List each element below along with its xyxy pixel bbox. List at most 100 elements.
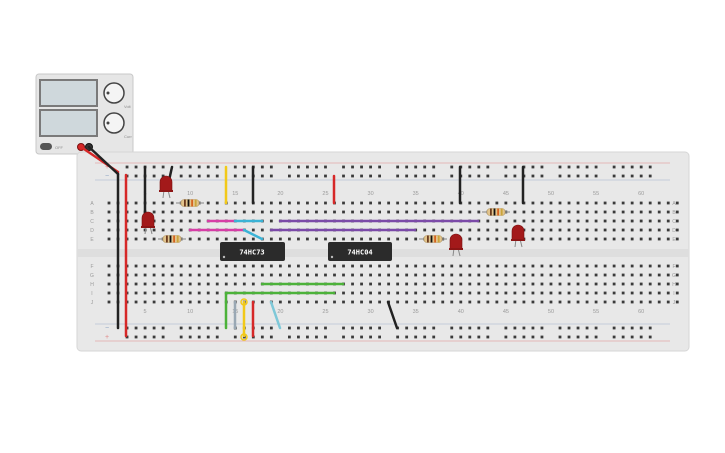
breadboard-hole[interactable] [540, 174, 544, 178]
breadboard-hole[interactable] [621, 291, 625, 295]
breadboard-hole[interactable] [306, 210, 309, 214]
breadboard-hole[interactable] [540, 326, 544, 330]
breadboard-hole[interactable] [666, 300, 670, 304]
breadboard-hole[interactable] [152, 282, 156, 286]
breadboard-hole[interactable] [531, 210, 535, 214]
breadboard-hole[interactable] [468, 326, 472, 330]
breadboard-hole[interactable] [477, 326, 481, 330]
breadboard-hole[interactable] [107, 291, 111, 295]
breadboard-hole[interactable] [603, 201, 607, 205]
breadboard-hole[interactable] [558, 219, 562, 223]
breadboard-hole[interactable] [351, 165, 354, 169]
breadboard-hole[interactable] [504, 237, 508, 241]
breadboard-hole[interactable] [414, 237, 418, 241]
breadboard-hole[interactable] [477, 273, 481, 277]
breadboard-hole[interactable] [179, 174, 183, 178]
breadboard-hole[interactable] [351, 201, 354, 205]
breadboard-hole[interactable] [621, 282, 625, 286]
breadboard-hole[interactable] [630, 335, 634, 339]
breadboard-hole[interactable] [468, 291, 472, 295]
breadboard-hole[interactable] [188, 326, 192, 330]
breadboard-hole[interactable] [576, 335, 580, 339]
breadboard-hole[interactable] [369, 326, 372, 330]
breadboard-hole[interactable] [360, 335, 363, 339]
breadboard-hole[interactable] [423, 174, 427, 178]
breadboard-hole[interactable] [179, 300, 183, 304]
breadboard-hole[interactable] [369, 282, 372, 286]
breadboard-hole[interactable] [324, 326, 327, 330]
breadboard-hole[interactable] [378, 201, 381, 205]
breadboard-hole[interactable] [531, 228, 535, 232]
breadboard-hole[interactable] [513, 273, 517, 277]
breadboard-hole[interactable] [315, 273, 318, 277]
breadboard-hole[interactable] [585, 291, 589, 295]
breadboard-hole[interactable] [603, 300, 607, 304]
breadboard-hole[interactable] [657, 282, 661, 286]
breadboard-hole[interactable] [342, 210, 345, 214]
breadboard-hole[interactable] [423, 210, 427, 214]
breadboard-hole[interactable] [369, 165, 372, 169]
breadboard-hole[interactable] [360, 291, 363, 295]
breadboard-hole[interactable] [585, 237, 589, 241]
breadboard-hole[interactable] [567, 335, 571, 339]
breadboard-hole[interactable] [657, 264, 661, 268]
breadboard-hole[interactable] [333, 210, 336, 214]
breadboard-hole[interactable] [297, 210, 300, 214]
breadboard-hole[interactable] [342, 165, 345, 169]
breadboard-hole[interactable] [459, 291, 463, 295]
breadboard-hole[interactable] [414, 326, 418, 330]
breadboard-hole[interactable] [206, 326, 210, 330]
breadboard-hole[interactable] [441, 210, 445, 214]
breadboard-hole[interactable] [486, 291, 490, 295]
breadboard-hole[interactable] [288, 335, 291, 339]
breadboard-hole[interactable] [648, 291, 652, 295]
breadboard-hole[interactable] [486, 237, 490, 241]
breadboard-hole[interactable] [278, 264, 282, 268]
breadboard-hole[interactable] [161, 335, 165, 339]
breadboard-hole[interactable] [648, 174, 652, 178]
breadboard-hole[interactable] [288, 210, 291, 214]
breadboard-hole[interactable] [378, 282, 381, 286]
breadboard-hole[interactable] [567, 210, 571, 214]
breadboard-hole[interactable] [630, 228, 634, 232]
breadboard-hole[interactable] [549, 291, 553, 295]
breadboard-hole[interactable] [351, 273, 354, 277]
breadboard-hole[interactable] [504, 300, 508, 304]
breadboard-hole[interactable] [630, 174, 634, 178]
breadboard-hole[interactable] [342, 300, 345, 304]
breadboard-hole[interactable] [405, 282, 409, 286]
breadboard-hole[interactable] [152, 300, 156, 304]
breadboard-hole[interactable] [161, 174, 165, 178]
breadboard-hole[interactable] [351, 210, 354, 214]
breadboard-hole[interactable] [648, 165, 652, 169]
breadboard-hole[interactable] [513, 174, 517, 178]
breadboard-hole[interactable] [197, 335, 201, 339]
breadboard-hole[interactable] [549, 228, 553, 232]
breadboard-hole[interactable] [260, 210, 264, 214]
breadboard-hole[interactable] [251, 210, 255, 214]
breadboard-hole[interactable] [260, 273, 264, 277]
breadboard-hole[interactable] [260, 174, 264, 178]
breadboard-hole[interactable] [251, 237, 255, 241]
breadboard-hole[interactable] [540, 300, 544, 304]
breadboard-hole[interactable] [369, 264, 372, 268]
breadboard-hole[interactable] [540, 219, 544, 223]
breadboard-hole[interactable] [567, 237, 571, 241]
breadboard-hole[interactable] [152, 237, 156, 241]
breadboard-hole[interactable] [378, 326, 381, 330]
breadboard-hole[interactable] [396, 210, 400, 214]
breadboard-hole[interactable] [666, 282, 670, 286]
breadboard-hole[interactable] [324, 174, 327, 178]
breadboard-hole[interactable] [603, 210, 607, 214]
breadboard-hole[interactable] [152, 264, 156, 268]
breadboard-hole[interactable] [405, 335, 409, 339]
breadboard-hole[interactable] [297, 201, 300, 205]
breadboard-hole[interactable] [450, 264, 454, 268]
current-knob[interactable] [103, 112, 125, 134]
breadboard-hole[interactable] [558, 291, 562, 295]
breadboard-hole[interactable] [432, 326, 436, 330]
breadboard-hole[interactable] [179, 273, 183, 277]
breadboard-hole[interactable] [188, 282, 192, 286]
breadboard-hole[interactable] [161, 165, 165, 169]
